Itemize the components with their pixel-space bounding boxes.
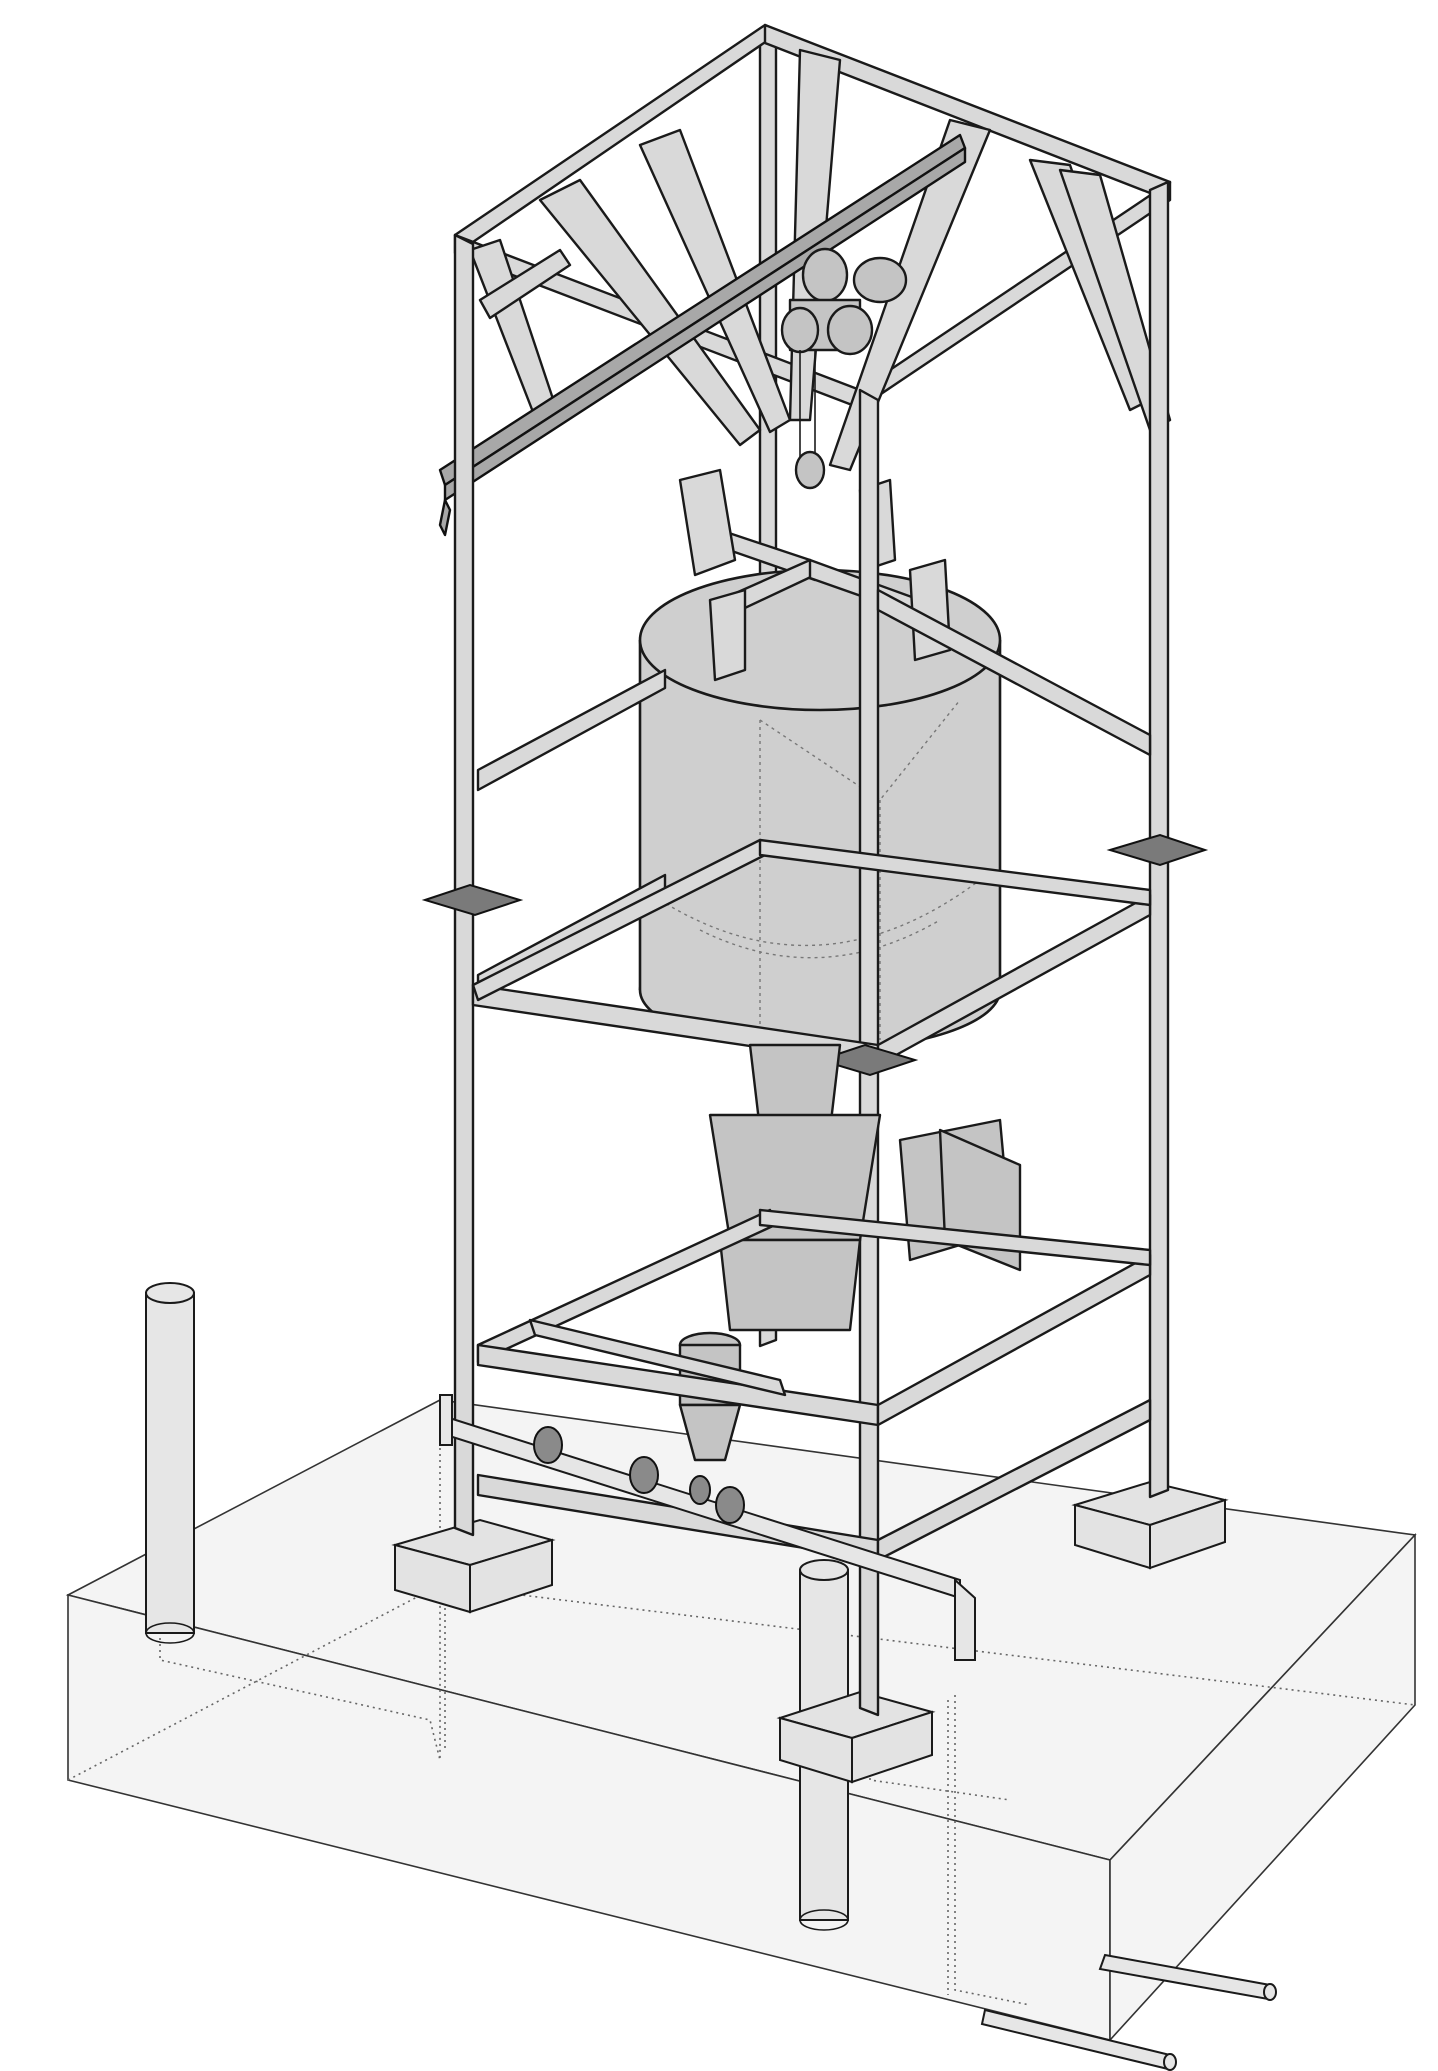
- footing-pad-left: [391, 1518, 556, 1614]
- discharge-hopper: [708, 1043, 882, 1332]
- post-left: [453, 233, 475, 1537]
- footing-pads: [391, 1480, 1229, 1784]
- bollard-left: [145, 1282, 195, 1644]
- conveying-pipeline: [439, 1394, 976, 1661]
- mid-frame-deck: [471, 838, 1152, 1067]
- hoist-beam: [438, 133, 967, 537]
- footing-pad-front: [776, 1690, 936, 1784]
- outlet-pipes: [980, 1953, 1277, 2071]
- footing-pad-right: [1071, 1480, 1229, 1570]
- hoist-trolley: [780, 247, 908, 490]
- post-base-plates: [421, 833, 1209, 1077]
